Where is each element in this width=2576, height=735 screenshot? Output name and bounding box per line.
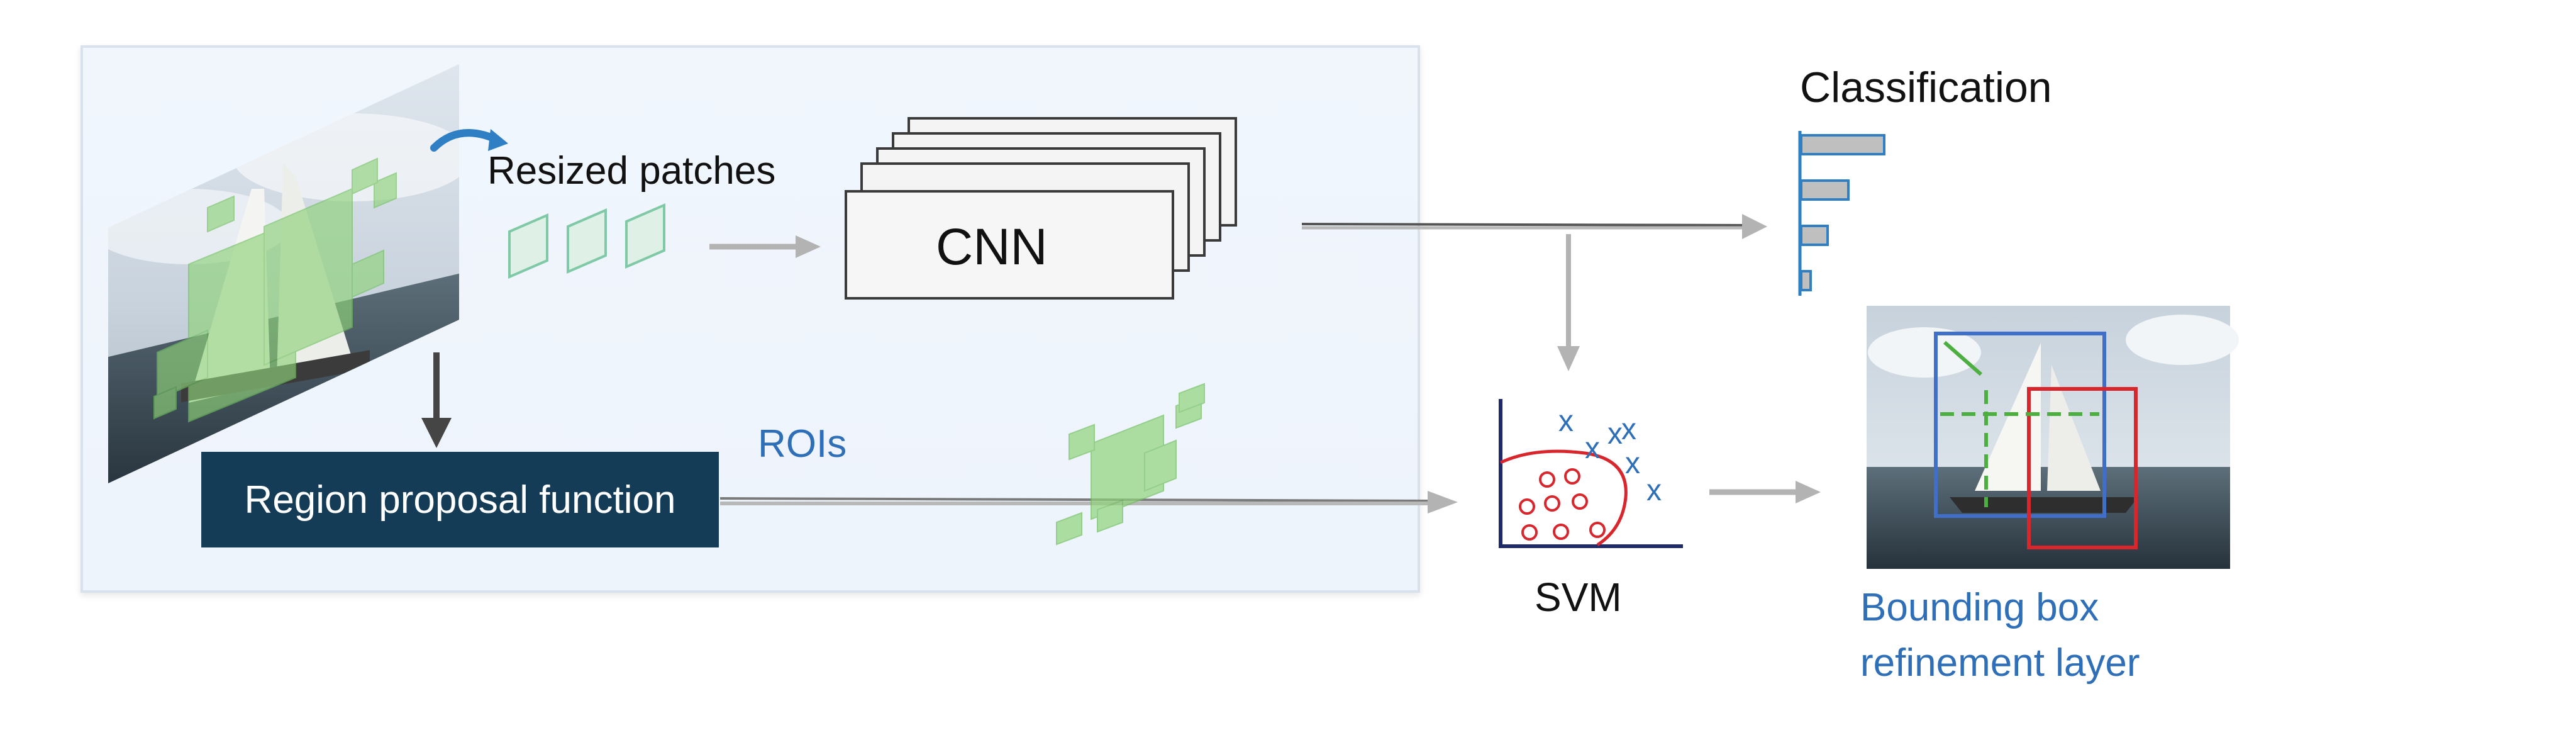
- svm-o-marker: [1519, 498, 1535, 515]
- curved-arrow-icon: [430, 129, 501, 152]
- classification-bar: [1800, 270, 1812, 291]
- svm-x-markers: x x x x x x: [1558, 405, 1662, 507]
- svm-axes: [1499, 399, 1683, 548]
- classification-bar: [1800, 179, 1850, 201]
- svm-x-marker: x: [1558, 405, 1574, 438]
- svm-o-marker: [1564, 468, 1580, 485]
- region-proposal-function-label: Region proposal function: [244, 478, 676, 522]
- bounding-box-refinement-label: Bounding box refinement layer: [1860, 586, 2140, 685]
- svm-o-marker: [1553, 524, 1569, 540]
- classification-bar: [1800, 225, 1829, 246]
- roi-patches: [1056, 383, 1205, 546]
- resized-patches-label: Resized patches: [487, 149, 776, 193]
- svm-o-marker: [1589, 522, 1606, 538]
- resized-patch: [625, 203, 665, 269]
- classification-label: Classification: [1800, 64, 2052, 111]
- svm-o-marker: [1572, 493, 1588, 510]
- svm-plot: x x x x x x: [1499, 399, 1683, 548]
- image-region-proposals: [153, 157, 397, 423]
- output-image: [1867, 306, 2239, 569]
- cnn-label: CNN: [936, 218, 1048, 276]
- svm-x-marker: x: [1585, 432, 1600, 465]
- svm-o-markers: [1519, 468, 1606, 541]
- rois-label: ROIs: [758, 422, 847, 466]
- resized-patches: [508, 203, 665, 279]
- svm-o-marker: [1521, 524, 1538, 541]
- arrow-cnn-to-svm: [1557, 234, 1580, 371]
- refined-box-red: [2027, 387, 2138, 549]
- resized-patch: [567, 208, 607, 274]
- refined-box-blue: [1934, 332, 2106, 518]
- svm-o-marker: [1544, 495, 1560, 512]
- svm-label: SVM: [1535, 575, 1622, 620]
- arrow-svm-to-bbox: [1709, 481, 1821, 503]
- classification-bar: [1800, 134, 1885, 155]
- svm-o-marker: [1539, 471, 1555, 488]
- arrow-image-to-rpf: [421, 352, 452, 448]
- svm-x-marker: x: [1607, 417, 1623, 451]
- svm-decision-boundary: [1499, 449, 1628, 547]
- region-proposal-function-box: Region proposal function: [201, 452, 719, 547]
- svm-x-marker: x: [1625, 447, 1640, 480]
- resized-patch: [508, 213, 548, 279]
- svm-x-marker: x: [1646, 474, 1662, 507]
- classification-bars: [1798, 131, 1885, 296]
- cnn-stack: [845, 117, 1237, 300]
- svm-x-marker: x: [1621, 413, 1636, 446]
- arrow-patches-to-cnn: [709, 235, 821, 258]
- arrow-rpf-to-svm: [719, 491, 1458, 513]
- arrow-cnn-to-classification: [1301, 214, 1767, 239]
